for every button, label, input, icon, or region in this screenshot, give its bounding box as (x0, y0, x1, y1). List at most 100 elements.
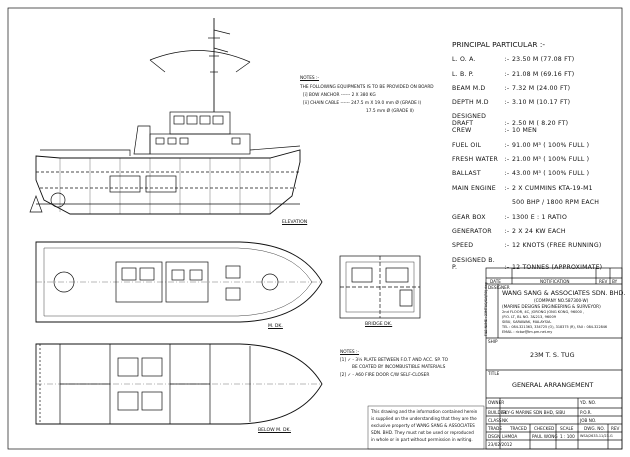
company-number: (COMPANY NO.587300-W) (534, 298, 589, 303)
principal-key: BEAM M.D (452, 85, 486, 92)
principal-key: CREW (452, 127, 472, 134)
class-value: NK (502, 418, 508, 423)
dwg-no-value: WSA/2633-11/23-G (580, 434, 613, 438)
company-address-2: (P.O. LT, BL NO. 3&213, 96009 (502, 315, 557, 319)
bridge-deck-label: BRIDGE DK. (365, 322, 393, 327)
principal-value: 500 BHP / 1800 RPM EACH (512, 199, 600, 206)
principal-key: MAIN ENGINE (452, 185, 496, 192)
class-label: CLASS (488, 418, 502, 423)
principal-value: 23.50 M (77.08 FT) (512, 56, 575, 63)
scale-label: SCALE (560, 426, 574, 431)
principal-row: BALLAST :-43.00 M³ ( 100% FULL ) (452, 170, 589, 177)
principal-value: 2.50 M ( 8.20 FT) (512, 120, 569, 127)
principal-particular-title: PRINCIPAL PARTICULAR :- (452, 40, 546, 49)
principal-row: DESIGNED DRAFT :-2.50 M ( 8.20 FT) (452, 113, 568, 127)
file-name-vertical: FILE NAME : 23MTUG/GA(R0).dwg (484, 282, 488, 336)
checked-by-value: PAUL WONG (532, 434, 558, 439)
title-block-frame (485, 267, 623, 450)
principal-row: L. O. A. :-23.50 M (77.08 FT) (452, 56, 574, 63)
principal-key: FUEL OIL (452, 142, 482, 149)
disclaimer-line1: This drawing and the information contain… (371, 409, 478, 414)
drawn-by-value: LHMOA (502, 434, 518, 439)
principal-key: GENERATOR (452, 228, 492, 235)
ship-name: 23M T. S. TUG (530, 351, 575, 359)
principal-value: 7.32 M (24.00 FT) (512, 85, 571, 92)
yard-no-label: YD. NO. (580, 400, 597, 405)
principal-value: 43.00 M³ ( 100% FULL ) (512, 170, 590, 177)
principal-key: SPEED (452, 242, 474, 249)
principal-separator: :- (504, 185, 510, 192)
principal-row: 500 BHP / 1800 RPM EACH (452, 199, 599, 206)
principal-row: L. B. P.:-21.08 M (69.16 FT) (452, 71, 574, 78)
trade-label: TRADE (488, 426, 503, 431)
ship-label: SHIP (488, 339, 498, 344)
disclaimer-line5: in whole or in part without permission i… (371, 437, 473, 442)
principal-row: MAIN ENGINE:-2 X CUMMINS KTA-19-M1 (452, 185, 593, 192)
principal-separator: :- (504, 156, 510, 163)
principal-separator: :- (504, 214, 510, 221)
disclaimer-line4: SDN. BHD. They must not be used or repro… (371, 430, 474, 435)
main-deck-plan (35, 241, 323, 323)
principal-separator: :- (504, 242, 510, 249)
company-address-3: SIBU, SARAWAK, MALAYSIA. (502, 320, 552, 324)
builder-value: SKY-G MARINE SDN BHD, SIBU (502, 410, 566, 415)
rev-header-date: DATE (490, 279, 501, 284)
principal-row: BEAM M.D :-7.32 M (24.00 FT) (452, 85, 570, 92)
company-services: (MARINE DESIGNS ENGINEERING & SURVEYOR) (502, 304, 601, 309)
notes-bottom-line3: [2] ✓ - A60 FIRE DOOR C/W SELF-CLOSER (340, 373, 430, 378)
company-email: EMAIL : ricbw@tm.pm.net.my (502, 330, 553, 334)
notes-bottom-line2: BE COATED BY INCOMBUSTIBLE MATERIALS (352, 365, 446, 370)
date-value: 23/02/2012 (488, 442, 513, 447)
notes-top-title: NOTES :- (300, 76, 320, 81)
company-name: WANG SANG & ASSOCIATES SDN. BHD. (502, 290, 626, 297)
company-address-1: 2nd FLOOR, 4C, JORONG JONG KONG, 96000 , (502, 310, 585, 314)
principal-row: FRESH WATER :-21.00 M³ ( 100% FULL ) (452, 156, 589, 163)
job-no-label: JOB NO. (580, 418, 597, 423)
principal-separator: :- (504, 170, 510, 177)
elevation-label: ELEVATION (282, 220, 308, 225)
principal-value: 91.00 M³ ( 100% FULL ) (512, 142, 590, 149)
principal-row: DESIGNED B. P.:-12 TONNES (APPROXIMATE) (452, 257, 602, 271)
principal-value: 21.00 M³ ( 100% FULL ) (512, 156, 590, 163)
rev-label: REV (611, 426, 620, 431)
company-tel: TEL : 084-321363, 334725 (O), 318375 (R)… (502, 325, 608, 329)
disclaimer-line2: is supplied on the understanding that th… (371, 416, 477, 421)
principal-value: 2 X 24 KW EACH (512, 228, 566, 235)
principal-key: FRESH WATER (452, 156, 499, 163)
notes-top-line2: [i] BOW ANCHOR ------ 2 X 380 KG (303, 93, 376, 98)
principal-row: FUEL OIL :-91.00 M³ ( 100% FULL ) (452, 142, 589, 149)
notes-top-line4: 17.5 mm Ø (GRADE II) (366, 109, 414, 114)
scale-value: 1 : 100 (560, 434, 575, 439)
principal-separator: :- (504, 85, 510, 92)
rev-header-rev: REV (599, 279, 608, 284)
principal-separator: :- (504, 120, 510, 127)
principal-key: DESIGNED B. P. (452, 257, 495, 271)
principal-key: GEAR BOX (452, 214, 486, 221)
below-main-deck-label: BELOW M. DK. (258, 428, 291, 433)
principal-separator: :- (504, 142, 510, 149)
principal-value: 10 MEN (512, 127, 537, 134)
principal-value: 1300 E : 1 RATIO (512, 214, 568, 221)
principal-row: DEPTH M.D:-3.10 M (10.17 FT) (452, 99, 570, 106)
principal-separator: :- (504, 99, 510, 106)
principal-row: SPEED:-12 KNOTS (FREE RUNNING) (452, 242, 601, 249)
main-deck-label: M. DK. (268, 324, 283, 329)
rev-header-notification: NOTIFICATION (540, 279, 570, 284)
builder-label: BUILDER (488, 410, 507, 415)
principal-key: L. O. A. (452, 56, 476, 63)
principal-row: GEAR BOX :-1300 E : 1 RATIO (452, 214, 567, 221)
notes-top-line3: [ii] CHAIN CABLE ------ 247.5 m X 19.0 m… (303, 101, 422, 106)
por-label: P.O.R. (580, 410, 592, 415)
principal-key: L. B. P. (452, 71, 474, 78)
principal-separator: :- (504, 56, 510, 63)
elevation-view (29, 18, 301, 215)
principal-separator: :- (504, 127, 510, 134)
checked-label: CHECKED (534, 426, 555, 431)
principal-key: DESIGNED DRAFT (452, 113, 487, 127)
notes-bottom-title: NOTES :- (340, 350, 360, 355)
principal-key: BALLAST (452, 170, 481, 177)
owner-label: OWNER (488, 400, 505, 405)
principal-key: DEPTH M.D (452, 99, 489, 106)
